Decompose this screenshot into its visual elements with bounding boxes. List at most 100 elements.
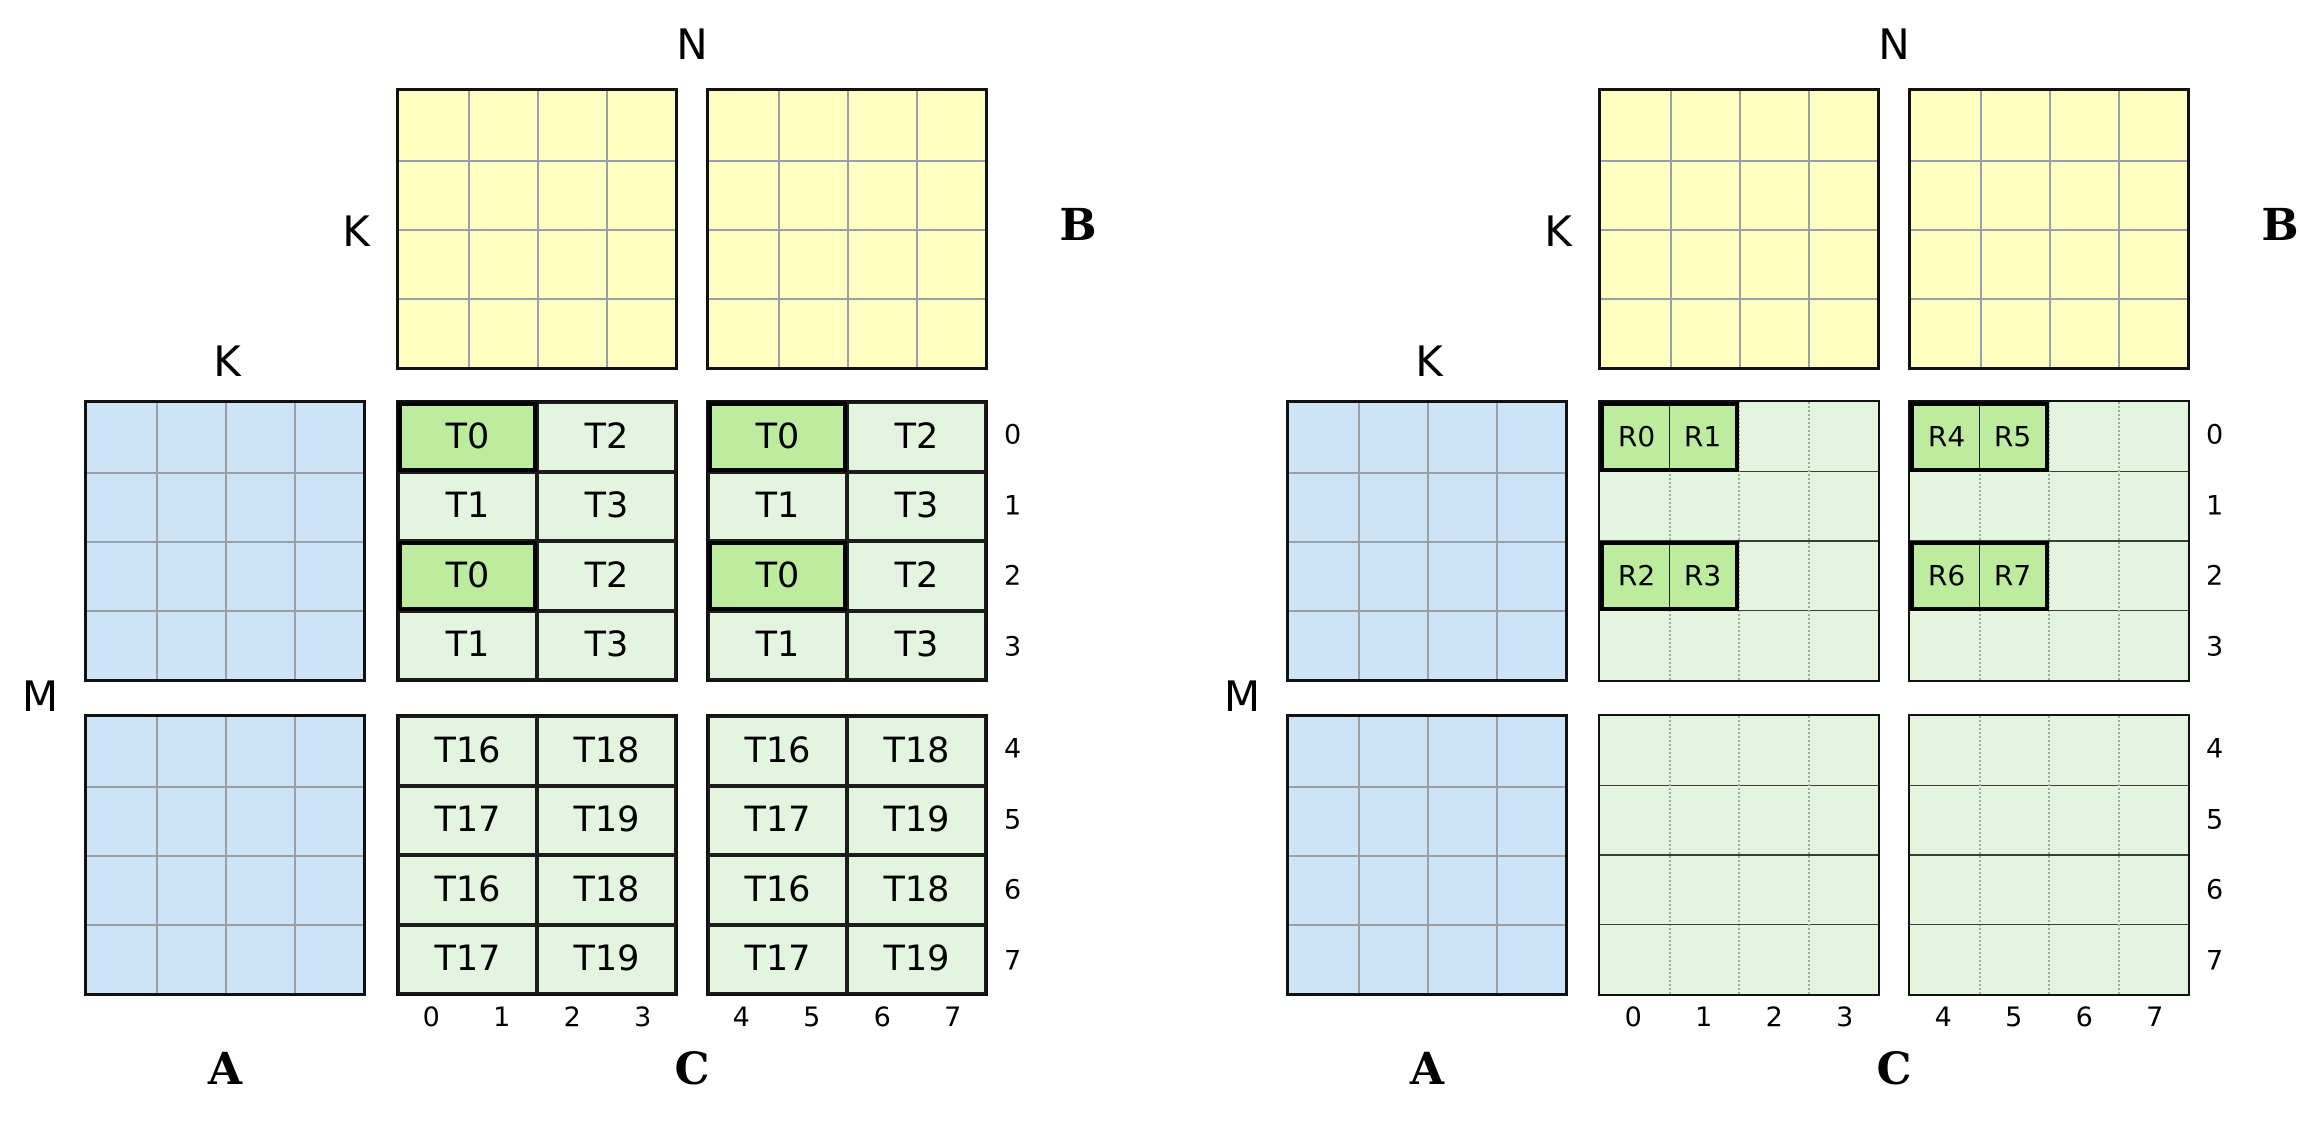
matrix-grid-line <box>1289 541 1565 543</box>
matrix-grid-line <box>709 160 985 162</box>
c-row-index-6: 6 <box>1004 874 1022 906</box>
c-cell-col-line <box>2117 402 2120 680</box>
c-thread-tile-t16: T16 <box>708 716 847 786</box>
c-cell-col-line <box>1738 716 1740 994</box>
c-register-cell-r3: R3 <box>1669 545 1735 607</box>
c-thread-tile-t19: T19 <box>537 924 676 994</box>
c-thread-tile-t0: T0 <box>398 402 537 472</box>
c-thread-tile-t17: T17 <box>398 785 537 855</box>
matrix-grid-line <box>1601 229 1877 231</box>
c-col-index-6: 6 <box>2075 1002 2093 1033</box>
c-cell-col-line <box>1807 402 1810 680</box>
c-thread-tile-t19: T19 <box>847 924 986 994</box>
c-row-index-2: 2 <box>1004 560 1022 592</box>
c-thread-tile-t1: T1 <box>708 610 847 680</box>
matrix-grid-line <box>1911 298 2187 300</box>
c-thread-tile-t3: T3 <box>537 471 676 541</box>
c-thread-tile-t2: T2 <box>847 402 986 472</box>
c-cell-col-line <box>2048 716 2050 994</box>
c-matrix-label: C <box>674 1044 710 1095</box>
c-cell-col-line <box>1738 402 1740 680</box>
a-matrix-block-top <box>1286 400 1568 682</box>
matrix-grid-line <box>87 924 363 926</box>
matrix-grid-line <box>1911 160 2187 162</box>
c-row-index-7: 7 <box>1004 945 1022 977</box>
matrix-grid-line <box>1911 229 2187 231</box>
matrix-grid-line <box>399 160 675 162</box>
c-col-index-1: 1 <box>1695 1002 1713 1033</box>
k-axis-label-b: K <box>1544 207 1572 256</box>
c-register-cell-r1: R1 <box>1669 406 1735 468</box>
matrix-grid-line <box>1289 924 1565 926</box>
c-thread-tile-t0: T0 <box>398 541 537 611</box>
a-matrix-label: A <box>1409 1044 1445 1095</box>
c-col-index-1: 1 <box>493 1002 511 1033</box>
matrix-grid-line <box>709 298 985 300</box>
c-thread-tile-t18: T18 <box>537 855 676 925</box>
c-row-index-5: 5 <box>2206 804 2224 836</box>
matrix-grid-line <box>1601 298 1877 300</box>
matrix-grid-line <box>1289 472 1565 474</box>
a-matrix-block-bottom <box>84 714 366 996</box>
c-thread-tile-t2: T2 <box>537 402 676 472</box>
c-thread-tile-t1: T1 <box>398 610 537 680</box>
matrix-grid-line <box>87 610 363 612</box>
c-thread-tile-t2: T2 <box>537 541 676 611</box>
c-col-index-2: 2 <box>1765 1002 1783 1033</box>
k-axis-label-a: K <box>213 337 241 386</box>
k-axis-label-b: K <box>342 207 370 256</box>
matrix-grid-line <box>399 298 675 300</box>
c-row-index-0: 0 <box>1004 419 1022 451</box>
c-thread-tile-t3: T3 <box>847 471 986 541</box>
c-thread-tile-t19: T19 <box>537 785 676 855</box>
matrix-grid-line <box>87 855 363 857</box>
c-thread-tile-t16: T16 <box>398 855 537 925</box>
c-thread-tile-t19: T19 <box>847 785 986 855</box>
c-col-index-5: 5 <box>2005 1002 2023 1033</box>
c-row-index-3: 3 <box>1004 631 1022 663</box>
m-axis-label: M <box>1223 672 1261 721</box>
c-register-cell-r2: R2 <box>1617 559 1656 593</box>
c-matrix-label: C <box>1876 1044 1912 1095</box>
c-cell-row-line <box>1910 609 2188 612</box>
c-thread-tile-t17: T17 <box>708 924 847 994</box>
c-thread-tile-t17: T17 <box>398 924 537 994</box>
c-thread-tile-t0: T0 <box>708 402 847 472</box>
c-thread-tile-t0: T0 <box>708 541 847 611</box>
c-register-cell-r5: R5 <box>1979 406 2045 468</box>
c-thread-tile-t3: T3 <box>847 610 986 680</box>
c-row-index-0: 0 <box>2206 419 2224 451</box>
c-cell-row-line <box>1910 923 2188 926</box>
c-col-index-5: 5 <box>803 1002 821 1033</box>
matrix-grid-line <box>87 472 363 474</box>
c-row-index-4: 4 <box>2206 733 2224 765</box>
c-row-index-6: 6 <box>2206 874 2224 906</box>
c-col-index-4: 4 <box>1934 1002 1952 1033</box>
matrix-grid-line <box>1289 610 1565 612</box>
matrix-grid-line <box>87 786 363 788</box>
c-cell-row-line <box>1600 609 1878 612</box>
matrix-grid-line <box>399 229 675 231</box>
c-quadrant-bottom-left <box>1598 714 1880 996</box>
c-col-index-3: 3 <box>634 1002 652 1033</box>
c-thread-tile-t16: T16 <box>708 855 847 925</box>
c-thread-tile-t1: T1 <box>398 471 537 541</box>
b-matrix-block-right <box>1908 88 2190 370</box>
c-cell-col-line <box>1807 716 1810 994</box>
c-thread-tile-t3: T3 <box>537 610 676 680</box>
c-col-index-7: 7 <box>944 1002 962 1033</box>
matrix-grid-line <box>87 541 363 543</box>
b-matrix-block-right <box>706 88 988 370</box>
matrix-grid-line <box>709 229 985 231</box>
matrix-grid-line <box>1289 855 1565 857</box>
c-cell-col-line <box>2048 402 2050 680</box>
